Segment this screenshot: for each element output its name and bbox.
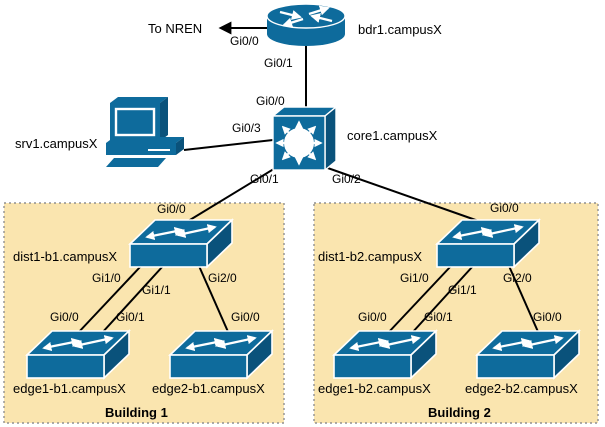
- device-label-edge1-b2: edge1-b2.campusX: [318, 381, 431, 396]
- if-dist1b1-gi1-1: Gi1/1: [142, 283, 171, 297]
- device-label-edge2-b2: edge2-b2.campusX: [465, 381, 578, 396]
- if-bdr1-gi0-1: Gi0/1: [264, 56, 293, 70]
- if-edge2b2-gi0-0: Gi0/0: [533, 310, 562, 324]
- building-1-title: Building 1: [105, 405, 168, 420]
- device-label-dist1-b2: dist1-b2.campusX: [318, 249, 423, 264]
- router-icon: [267, 4, 345, 46]
- if-edge1b2-gi0-1: Gi0/1: [424, 310, 453, 324]
- if-edge1b1-gi0-0: Gi0/0: [50, 310, 79, 324]
- l3-switch-icon: [273, 107, 336, 170]
- link-dist1b2-edge1b2-a: [386, 265, 452, 335]
- link-dist1b1-edge2b1: [198, 265, 230, 335]
- if-bdr1-gi0-0: Gi0/0: [230, 34, 259, 48]
- if-edge1b2-gi0-0: Gi0/0: [358, 310, 387, 324]
- workstation-icon: [104, 95, 186, 169]
- if-dist1b2-gi0-0: Gi0/0: [490, 201, 519, 215]
- building-2-title: Building 2: [428, 405, 491, 420]
- link-dist1b1-edge1b1-a: [76, 265, 142, 335]
- if-core1-gi0-3: Gi0/3: [232, 121, 261, 135]
- nren-label: To NREN: [148, 21, 203, 36]
- device-label-srv1: srv1.campusX: [15, 136, 98, 151]
- device-label-dist1-b1: dist1-b1.campusX: [13, 249, 118, 264]
- if-core1-gi0-1: Gi0/1: [250, 172, 279, 186]
- if-dist1b1-gi2-0: Gi2/0: [208, 271, 237, 285]
- device-label-bdr1: bdr1.campusX: [358, 22, 442, 37]
- if-dist1b2-gi2-0: Gi2/0: [503, 271, 532, 285]
- if-core1-gi0-2: Gi0/2: [332, 172, 361, 186]
- if-edge2b1-gi0-0: Gi0/0: [231, 310, 260, 324]
- link-core1-dist1b2: [321, 165, 488, 225]
- link-core1-dist1b1: [179, 166, 278, 227]
- link-dist1b2-edge2b2: [508, 265, 540, 335]
- if-dist1b2-gi1-0: Gi1/0: [400, 271, 429, 285]
- device-label-edge1-b1: edge1-b1.campusX: [13, 381, 126, 396]
- if-dist1b1-gi0-0: Gi0/0: [157, 202, 186, 216]
- link-srv1-core1: [183, 139, 274, 151]
- device-label-edge2-b1: edge2-b1.campusX: [152, 381, 265, 396]
- if-core1-gi0-0: Gi0/0: [256, 94, 285, 108]
- link-dist1b1-edge1b1-b: [100, 265, 164, 335]
- if-dist1b1-gi1-0: Gi1/0: [92, 271, 121, 285]
- if-dist1b2-gi1-1: Gi1/1: [448, 283, 477, 297]
- link-dist1b2-edge1b2-b: [410, 265, 474, 335]
- link-lines: [76, 21, 540, 335]
- device-label-core1: core1.campusX: [347, 128, 438, 143]
- if-edge1b1-gi0-1: Gi0/1: [116, 310, 145, 324]
